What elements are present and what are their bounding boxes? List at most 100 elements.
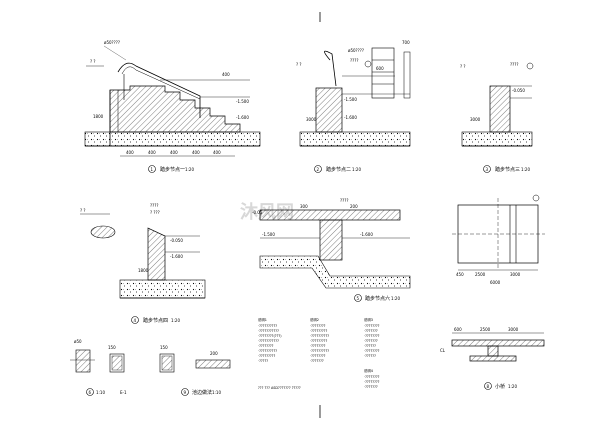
svg-text:说明3: 说明3 bbox=[364, 317, 373, 322]
svg-text:1:10: 1:10 bbox=[212, 390, 221, 395]
svg-text:E-1: E-1 bbox=[120, 390, 127, 395]
svg-text:·????????: ·???????? bbox=[364, 375, 380, 379]
svg-text:? ?: ? ? bbox=[296, 62, 302, 67]
svg-text:CL: CL bbox=[440, 348, 446, 353]
svg-text:????: ???? bbox=[150, 203, 159, 208]
drawing-frame bbox=[61, 11, 590, 423]
svg-text:400: 400 bbox=[222, 72, 230, 77]
svg-text:·???????: ·??????? bbox=[364, 339, 378, 343]
svg-text:·???????: ·??????? bbox=[364, 385, 378, 389]
svg-text:-1.600: -1.600 bbox=[344, 115, 357, 120]
svg-text:·??????????: ·?????????? bbox=[258, 349, 277, 353]
svg-text:? ???: ? ??? bbox=[150, 210, 160, 215]
svg-text:150: 150 bbox=[108, 345, 116, 350]
svg-text:1:20: 1:20 bbox=[352, 167, 361, 172]
bridge-caption: 8 小桥 1:20 bbox=[484, 382, 517, 390]
svg-text:2: 2 bbox=[317, 167, 320, 172]
detail-5-step-section: -0.05 ???? -1.500 -1.600 300 200 bbox=[252, 198, 411, 289]
detail-6: ø50 6 1:10 bbox=[70, 339, 105, 396]
bridge-section: 600 2500 3000 CL bbox=[440, 327, 545, 362]
bridge-plan: 450 2500 3000 6000 bbox=[452, 194, 545, 285]
detail-7: 150 E-1 bbox=[108, 345, 127, 395]
svg-text:-1.600: -1.600 bbox=[360, 232, 373, 237]
detail-1-step-dims: 400 400 400 400 400 bbox=[126, 150, 221, 155]
svg-text:??? ??? ASD??????? ?????: ??? ??? ASD??????? ????? bbox=[258, 386, 301, 390]
svg-text:·???????: ·??????? bbox=[364, 329, 378, 333]
svg-text:·????????: ·???????? bbox=[364, 349, 380, 353]
svg-text:????: ???? bbox=[510, 62, 519, 67]
svg-text:·????????: ·???????? bbox=[364, 324, 380, 328]
svg-text:池边做法: 池边做法 bbox=[192, 389, 212, 396]
svg-text:-0.05: -0.05 bbox=[252, 210, 263, 215]
svg-text:·??????????: ·?????????? bbox=[258, 324, 277, 328]
svg-text:3000: 3000 bbox=[470, 117, 481, 122]
svg-text:ø50: ø50 bbox=[74, 339, 82, 344]
svg-text:踏步节点二: 踏步节点二 bbox=[326, 166, 351, 173]
svg-text:·?????????: ·????????? bbox=[310, 329, 327, 333]
detail-1-step-section: 400 400 400 400 400 1800 400 ? ? ø50????… bbox=[84, 40, 261, 157]
svg-text:6000: 6000 bbox=[490, 280, 501, 285]
svg-text:-1.500: -1.500 bbox=[262, 232, 275, 237]
svg-text:600: 600 bbox=[454, 327, 462, 332]
svg-text:????: ???? bbox=[350, 58, 359, 63]
svg-text:小桥: 小桥 bbox=[495, 383, 505, 390]
svg-text:-0.050: -0.050 bbox=[512, 88, 525, 93]
svg-text:? ?: ? ? bbox=[80, 208, 86, 213]
svg-text:2500: 2500 bbox=[480, 327, 491, 332]
detail-5-caption: 5 踏步节点六 1:20 bbox=[354, 294, 400, 302]
notes-block: 说明1 ·?????????? ·??????????? ·????????(?… bbox=[258, 317, 380, 390]
detail-2-step-section: 700 600 3000 ? ? ø50???? ???? -1.500 -1.… bbox=[296, 40, 411, 147]
detail-8: 150 200 9 池边做法 1:10 bbox=[159, 345, 231, 396]
svg-text:踏步节点一: 踏步节点一 bbox=[160, 166, 185, 173]
detail-2-caption: 2 踏步节点二 1:20 bbox=[314, 165, 361, 173]
svg-text:1:20: 1:20 bbox=[391, 296, 400, 301]
svg-text:-1.500: -1.500 bbox=[236, 99, 249, 104]
svg-text:·????????: ·???????? bbox=[364, 380, 380, 384]
svg-text:ø50????: ø50???? bbox=[104, 40, 120, 45]
detail-3-step-section: ? ? ???? 3000 -0.050 bbox=[460, 62, 534, 147]
svg-text:3000: 3000 bbox=[510, 272, 521, 277]
svg-text:1:20: 1:20 bbox=[185, 167, 194, 172]
svg-text:说明4: 说明4 bbox=[364, 368, 373, 373]
svg-text:1:20: 1:20 bbox=[171, 318, 180, 323]
svg-text:1800: 1800 bbox=[138, 268, 149, 273]
svg-text:????: ???? bbox=[340, 198, 349, 203]
svg-text:踏步节点三: 踏步节点三 bbox=[495, 166, 520, 173]
svg-text:踏步节点六: 踏步节点六 bbox=[365, 295, 390, 302]
svg-text:150: 150 bbox=[160, 345, 168, 350]
svg-text:? ?: ? ? bbox=[90, 59, 96, 64]
svg-text:·???????????: ·??????????? bbox=[258, 339, 279, 343]
svg-text:300: 300 bbox=[300, 204, 308, 209]
svg-text:3000: 3000 bbox=[508, 327, 519, 332]
svg-text:·????????(???): ·????????(???) bbox=[258, 334, 282, 338]
detail-4-step-section: ? ? ???? ? ??? -0.050 -1.600 1800 bbox=[80, 203, 206, 299]
svg-text:? ?: ? ? bbox=[460, 64, 466, 69]
svg-text:6: 6 bbox=[89, 390, 92, 395]
svg-text:9: 9 bbox=[184, 390, 187, 395]
svg-text:说明2: 说明2 bbox=[310, 317, 319, 322]
detail-4-caption: 4 踏步节点四 1:20 bbox=[131, 316, 180, 324]
svg-text:-1.600: -1.600 bbox=[170, 254, 183, 259]
svg-text:200: 200 bbox=[210, 351, 218, 356]
svg-text:2500: 2500 bbox=[475, 272, 486, 277]
svg-text:·??????????: ·?????????? bbox=[310, 334, 329, 338]
svg-text:踏步节点四: 踏步节点四 bbox=[143, 317, 168, 324]
svg-text:·????????: ·???????? bbox=[310, 324, 326, 328]
detail-1-caption: 1 踏步节点一 1:20 bbox=[148, 165, 194, 173]
svg-text:·????????: ·???????? bbox=[364, 334, 380, 338]
svg-text:600: 600 bbox=[376, 66, 384, 71]
svg-text:1800: 1800 bbox=[93, 114, 104, 119]
svg-text:450: 450 bbox=[456, 272, 464, 277]
svg-text:说明1: 说明1 bbox=[258, 317, 267, 322]
svg-text:400: 400 bbox=[170, 150, 178, 155]
detail-3-caption: 3 踏步节点三 1:20 bbox=[483, 165, 530, 173]
svg-text:-1.500: -1.500 bbox=[344, 97, 357, 102]
svg-text:·?????????: ·????????? bbox=[310, 339, 327, 343]
svg-text:3000: 3000 bbox=[306, 117, 317, 122]
svg-text:·?????: ·????? bbox=[258, 359, 268, 363]
svg-text:8: 8 bbox=[487, 384, 490, 389]
svg-text:5: 5 bbox=[357, 296, 360, 301]
svg-text:·??????: ·?????? bbox=[364, 344, 376, 348]
svg-text:·??????: ·?????? bbox=[364, 354, 376, 358]
